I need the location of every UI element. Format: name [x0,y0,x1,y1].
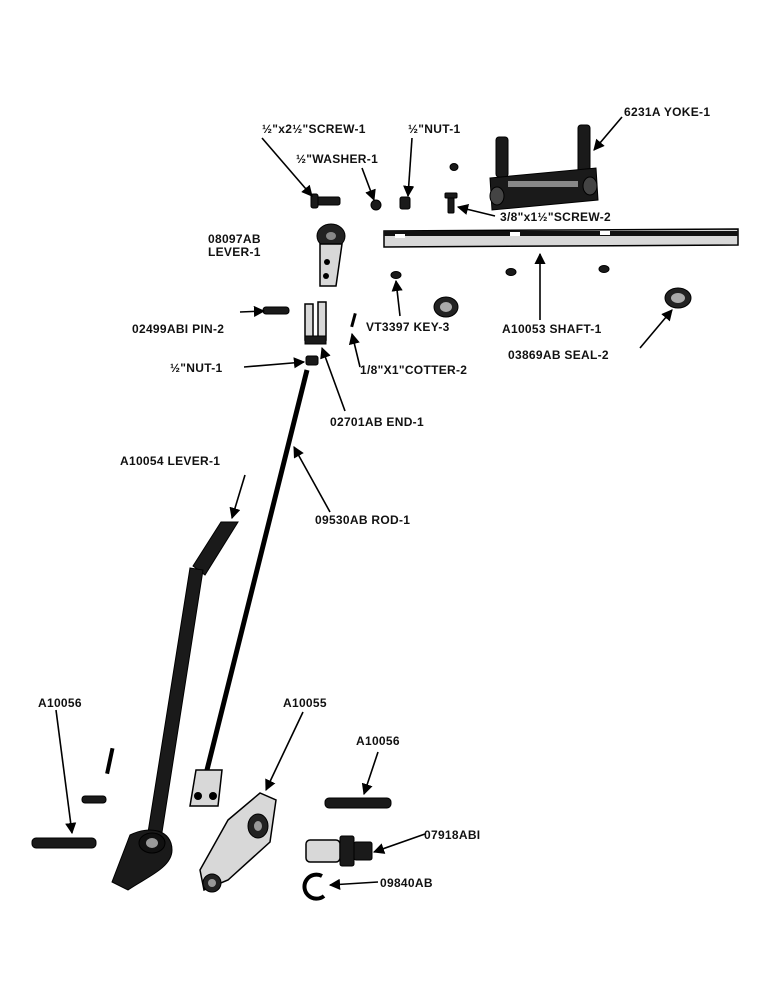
label-lever-08097: 08097AB [208,232,261,246]
label-lever-a10054: A10054 LEVER-1 [120,454,220,468]
pin-part [262,306,290,315]
label-nut-top: ½"NUT-1 [408,122,460,136]
label-end: 02701AB END-1 [330,415,424,429]
label-cotter: 1/8"X1"COTTER-2 [360,363,467,377]
a10055-part [199,792,277,893]
yoke-part [489,124,599,211]
a10056-right-part [324,797,392,809]
shaft-part [383,228,739,248]
label-screw-half: ½"x2½"SCREW-1 [262,122,366,136]
seal-parts [433,287,692,318]
label-pin: 02499ABI PIN-2 [132,322,224,336]
washer-part [370,199,382,211]
p07918-part [305,835,373,867]
rod-part [189,369,310,807]
screw-3-8-part [444,192,458,214]
label-a10056-right: A10056 [356,734,400,748]
cotter-part [350,312,357,328]
label-lever-08097-b: LEVER-1 [208,245,261,259]
label-key: VT3397 KEY-3 [366,320,450,334]
label-rod: 09530AB ROD-1 [315,513,410,527]
label-09840: 09840AB [380,876,433,890]
end-clevis-part [304,301,327,345]
nut-top-part [399,196,411,210]
label-seal: 03869AB SEAL-2 [508,348,609,362]
label-washer: ½"WASHER-1 [296,152,378,166]
key-parts [390,163,610,279]
lever-a10054-part [111,521,239,891]
label-a10055: A10055 [283,696,327,710]
a10056-left-part [31,747,115,849]
label-a10056-left: A10056 [38,696,82,710]
label-shaft: A10053 SHAFT-1 [502,322,602,336]
lever-08097-part [316,223,346,287]
label-yoke: 6231A YOKE-1 [624,105,710,119]
screw-half-part [310,193,341,209]
p09840-part [302,872,326,901]
label-nut-mid: ½"NUT-1 [170,361,222,375]
label-screw-3-8: 3/8"x1½"SCREW-2 [500,210,611,224]
leader-lines [55,116,673,890]
nut-mid-part [305,355,319,366]
label-07918: 07918ABI [424,828,480,842]
